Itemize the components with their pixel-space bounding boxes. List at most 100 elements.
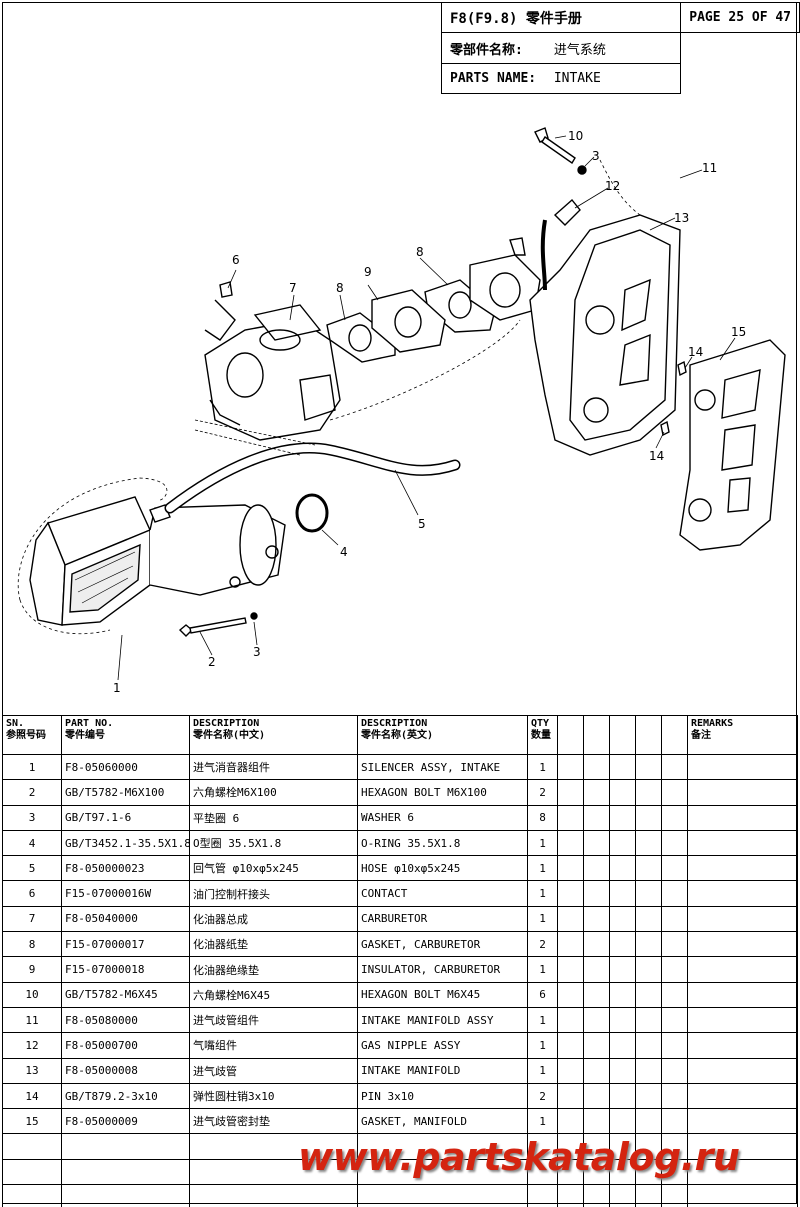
- cell-description-cn: 平垫圈 6: [189, 804, 358, 831]
- cell-qty: 1: [527, 855, 558, 882]
- cell-remarks: [687, 779, 798, 806]
- carburetor-drawing: [194, 299, 341, 456]
- cell-description-cn: 进气歧管组件: [189, 1006, 358, 1034]
- cell-blank: [557, 905, 584, 933]
- cell-qty: 1: [527, 956, 558, 983]
- cell-blank: [609, 931, 636, 958]
- cell-part-no: [61, 1133, 190, 1160]
- gasket-carburetor-drawing-a: [326, 312, 396, 363]
- cell-qty: 2: [527, 931, 558, 958]
- callout-label: 11: [702, 161, 717, 175]
- cell-blank: [661, 931, 688, 958]
- cell-part-no: F8-05060000: [61, 753, 190, 781]
- cell-blank: [583, 829, 610, 857]
- parts-name-cn-row: 零部件名称: 进气系统: [440, 32, 682, 64]
- cell-description-en: INTAKE MANIFOLD ASSY: [357, 1006, 528, 1034]
- cell-blank: [635, 981, 662, 1008]
- cell-part-no: GB/T3452.1-35.5X1.8: [61, 829, 190, 857]
- cell-description-en: [357, 1184, 528, 1207]
- cell-description-cn: 油门控制杆接头: [189, 880, 358, 907]
- cell-blank: [583, 1032, 610, 1059]
- cell-blank: [583, 1158, 610, 1186]
- cell-description-en: CARBURETOR: [357, 905, 528, 933]
- callout-label: 3: [253, 645, 261, 659]
- cell-sn: 4: [2, 829, 62, 857]
- cell-blank: [635, 880, 662, 907]
- cell-blank: [583, 1006, 610, 1034]
- cell-blank: [557, 981, 584, 1008]
- cell-remarks: [687, 981, 798, 1008]
- cell-blank: [583, 1082, 610, 1110]
- cell-part-no: F8-05000008: [61, 1057, 190, 1084]
- cell-blank: [557, 1108, 584, 1135]
- cell-description-cn: 进气歧管密封垫: [189, 1108, 358, 1135]
- cell-blank: [583, 1057, 610, 1084]
- cell-blank: [635, 804, 662, 831]
- cell-description-en: INSULATOR, CARBURETOR: [357, 956, 528, 983]
- cell-sn: 1: [2, 753, 62, 781]
- cell-part-no: [61, 1158, 190, 1186]
- cell-blank: [661, 1082, 688, 1110]
- cell-remarks: [687, 1184, 798, 1207]
- cell-sn: 11: [2, 1006, 62, 1034]
- cell-qty: 1: [527, 829, 558, 857]
- cell-description-en: HOSE φ10xφ5x245: [357, 855, 528, 882]
- cell-blank: [583, 855, 610, 882]
- cell-description-cn: [189, 1133, 358, 1160]
- cell-description-cn: 化油器纸垫: [189, 931, 358, 958]
- cell-remarks: [687, 1006, 798, 1034]
- parts-name-en-row: PARTS NAME: INTAKE: [440, 63, 682, 94]
- cell-description-cn: 化油器总成: [189, 905, 358, 933]
- cell-blank: [609, 855, 636, 882]
- cell-blank: [583, 779, 610, 806]
- callout-label: 5: [418, 517, 426, 531]
- column-header-part-no: PART NO.零件编号: [61, 715, 190, 755]
- column-header-sn: SN.参照号码: [2, 715, 62, 755]
- intake-manifold-drawing: [469, 214, 681, 456]
- cell-sn: 6: [2, 880, 62, 907]
- cell-sn: 12: [2, 1032, 62, 1059]
- callout-label: 13: [674, 211, 689, 225]
- cell-blank: [583, 804, 610, 831]
- cell-blank: [661, 1184, 688, 1207]
- cell-qty: 1: [527, 1057, 558, 1084]
- cell-blank: [635, 1184, 662, 1207]
- cell-qty: 2: [527, 1082, 558, 1110]
- cell-part-no: F15-07000017: [61, 931, 190, 958]
- callout-label: 4: [340, 545, 348, 559]
- pin-drawing-b: [660, 420, 670, 437]
- cell-remarks: [687, 855, 798, 882]
- cell-part-no: GB/T5782-M6X100: [61, 779, 190, 806]
- cell-blank: [661, 1057, 688, 1084]
- exploded-parts-diagram: 1 2 3 3 4 5 6 7 8 8 9 10 11 12 13 14 14 …: [17, 127, 786, 695]
- cell-blank: [635, 1057, 662, 1084]
- parts-name-cn-value: 进气系统: [553, 42, 606, 58]
- o-ring-drawing: [295, 493, 329, 533]
- cell-remarks: [687, 1032, 798, 1059]
- cell-blank: [557, 1006, 584, 1034]
- cell-sn: [2, 1184, 62, 1207]
- cell-blank: [557, 753, 584, 781]
- cell-remarks: [687, 1082, 798, 1110]
- cell-description-cn: 化油器绝缘垫: [189, 956, 358, 983]
- cell-blank: [635, 1108, 662, 1135]
- washer-drawing-upper: [577, 165, 587, 175]
- callout-label: 1: [113, 681, 121, 695]
- model-title: F8(F9.8) 零件手册: [440, 2, 682, 33]
- cell-remarks: [687, 804, 798, 831]
- cell-part-no: F8-05000009: [61, 1108, 190, 1135]
- cell-description-cn: O型圈 35.5X1.8: [189, 829, 358, 857]
- cell-blank: [609, 1057, 636, 1084]
- cell-blank: [609, 905, 636, 933]
- cell-blank: [557, 779, 584, 806]
